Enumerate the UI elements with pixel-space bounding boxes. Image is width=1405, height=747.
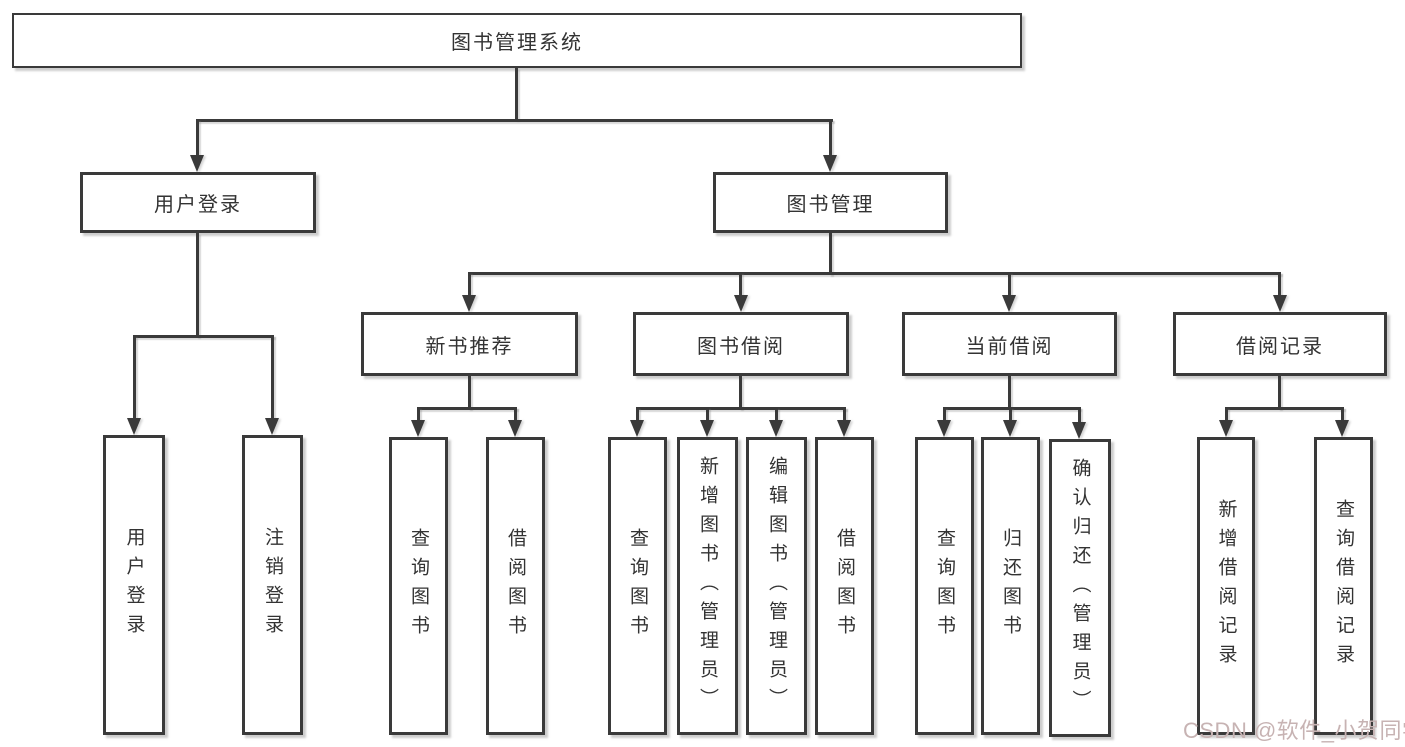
arrow-down-icon	[508, 420, 522, 437]
arrow-down-icon	[700, 420, 714, 437]
node-current-borrow-label: 当前借阅	[965, 335, 1054, 358]
arrow-down-icon	[127, 418, 141, 435]
connector-newbooks-down	[468, 376, 471, 409]
leaf-label: 确认归还（管理员）	[1069, 457, 1091, 719]
node-new-books: 新书推荐	[361, 312, 578, 376]
connector-leaf-stem	[1225, 407, 1228, 421]
connector-currentborrow-down	[1008, 376, 1011, 409]
leaf-query-books: 查询图书	[915, 437, 974, 735]
leaf-label: 归还图书	[1000, 528, 1021, 644]
node-book-mgmt-label: 图书管理	[786, 194, 875, 216]
connector-borrowrecords-down	[1278, 376, 1281, 409]
connector-level3-hbar	[468, 272, 1281, 275]
connector-leaf-stem	[775, 407, 778, 421]
connector-root-stem	[515, 68, 518, 120]
connector-leaf-stem	[843, 407, 846, 421]
connector-userlogin-hbar	[133, 335, 274, 338]
leaf-query-borrow-record: 查询借阅记录	[1314, 437, 1373, 735]
node-borrow-records-label: 借阅记录	[1236, 335, 1324, 358]
connector-leaf-stem	[943, 407, 946, 421]
connector-borrowrecords-stem	[1278, 272, 1281, 298]
leaf-user-login-label: 用户登录	[123, 527, 145, 643]
connector-bookmgmt-stem	[829, 119, 832, 157]
connector-borrowrecords-hbar	[1225, 407, 1344, 410]
connector-leaf-stem	[417, 407, 420, 421]
leaf-borrow-books: 借阅图书	[815, 437, 874, 735]
arrow-down-icon	[265, 418, 279, 435]
connector-leaf-stem	[271, 335, 274, 419]
arrow-down-icon	[1072, 422, 1086, 439]
connector-root-hbar	[196, 119, 833, 122]
leaf-label: 新增借阅记录	[1215, 499, 1237, 673]
arrow-down-icon	[1335, 420, 1349, 437]
leaf-label: 查询图书	[627, 528, 648, 644]
connector-bookborrow-down	[739, 376, 742, 409]
connector-userlogin-down	[196, 233, 199, 337]
leaf-borrow-books: 借阅图书	[486, 437, 545, 735]
node-root: 图书管理系统	[12, 13, 1022, 68]
connector-leaf-stem	[1341, 407, 1344, 421]
leaf-edit-books-admin: 编辑图书（管理员）	[746, 437, 807, 735]
connector-newbooks-hbar	[417, 407, 517, 410]
leaf-confirm-return-admin: 确认归还（管理员）	[1049, 439, 1111, 737]
connector-leaf-stem	[1078, 407, 1081, 423]
node-borrow-records: 借阅记录	[1173, 312, 1387, 376]
leaf-label: 新增图书（管理员）	[697, 455, 718, 717]
arrow-down-icon	[937, 420, 951, 437]
arrow-down-icon	[1002, 295, 1016, 312]
node-book-borrow: 图书借阅	[633, 312, 849, 376]
arrow-down-icon	[411, 420, 425, 437]
arrow-down-icon	[1219, 420, 1233, 437]
leaf-label: 查询图书	[408, 528, 429, 644]
arrow-down-icon	[734, 295, 748, 312]
connector-leaf-stem	[706, 407, 709, 421]
arrow-down-icon	[823, 155, 837, 172]
node-book-mgmt: 图书管理	[713, 172, 948, 233]
node-book-borrow-label: 图书借阅	[697, 335, 785, 358]
node-root-label: 图书管理系统	[451, 32, 583, 54]
connector-userlogin-stem	[196, 119, 199, 157]
leaf-logout: 注销登录	[242, 435, 303, 735]
node-current-borrow: 当前借阅	[902, 312, 1117, 376]
leaf-label: 查询图书	[934, 528, 955, 644]
connector-currentborrow-stem	[1008, 272, 1011, 298]
leaf-return-books: 归还图书	[981, 437, 1040, 735]
node-user-login-label: 用户登录	[154, 194, 242, 216]
leaf-label: 借阅图书	[505, 528, 526, 644]
leaf-logout-label: 注销登录	[262, 527, 283, 643]
leaf-label: 查询借阅记录	[1333, 499, 1354, 673]
connector-leaf-stem	[1009, 407, 1012, 421]
connector-leaf-stem	[514, 407, 517, 421]
arrow-down-icon	[837, 420, 851, 437]
node-new-books-label: 新书推荐	[425, 335, 514, 358]
connector-bookmgmt-down	[829, 233, 832, 275]
leaf-add-borrow-record: 新增借阅记录	[1197, 437, 1255, 735]
arrow-down-icon	[190, 155, 204, 172]
leaf-query-books: 查询图书	[389, 437, 448, 735]
arrow-down-icon	[630, 420, 644, 437]
connector-bookborrow-stem	[739, 272, 742, 298]
connector-newbooks-stem	[468, 272, 471, 298]
leaf-label: 编辑图书（管理员）	[766, 455, 787, 717]
leaf-query-books: 查询图书	[608, 437, 667, 735]
connector-leaf-stem	[636, 407, 639, 421]
arrow-down-icon	[1273, 295, 1287, 312]
leaf-user-login: 用户登录	[103, 435, 165, 735]
csdn-watermark: CSDN @软件_小贺同学	[1183, 718, 1405, 743]
leaf-add-books-admin: 新增图书（管理员）	[677, 437, 738, 735]
connector-bookborrow-hbar	[636, 407, 846, 410]
arrow-down-icon	[769, 420, 783, 437]
arrow-down-icon	[462, 295, 476, 312]
connector-leaf-stem	[133, 335, 136, 419]
arrow-down-icon	[1003, 420, 1017, 437]
node-user-login: 用户登录	[80, 172, 316, 233]
leaf-label: 借阅图书	[834, 528, 855, 644]
